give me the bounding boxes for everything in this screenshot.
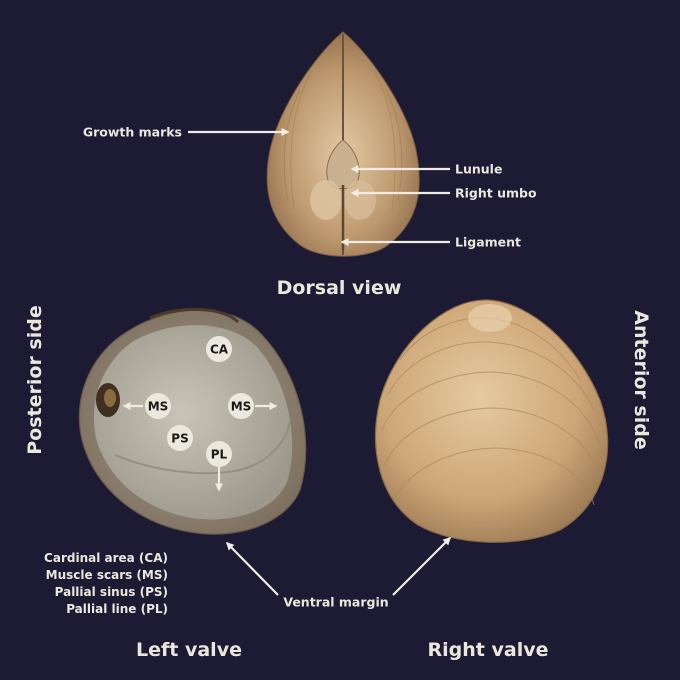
title-dorsal-view: Dorsal view [277,277,402,299]
legend-item: Cardinal area (CA) [44,551,168,565]
label-anterior-side: Anterior side [630,310,652,449]
badge-pl: PL [206,441,232,467]
badge-ms-posterior: MS [145,393,171,419]
label-lunule: Lunule [455,162,502,177]
label-growth-marks: Growth marks [83,125,182,140]
badge-ca: CA [206,336,232,362]
badge-ms-anterior: MS [228,393,254,419]
svg-text:PS: PS [171,432,188,446]
legend-item: Muscle scars (MS) [46,568,168,582]
svg-text:PL: PL [211,448,228,462]
label-ventral-margin: Ventral margin [283,595,388,610]
arrow-ventral-left [225,541,279,596]
svg-text:CA: CA [210,343,229,357]
dorsal-shell [266,31,420,257]
svg-text:MS: MS [148,400,169,414]
right-valve-shell [374,299,609,543]
label-ligament: Ligament [455,235,521,250]
label-posterior-side: Posterior side [24,305,46,455]
badge-ps: PS [167,425,193,451]
arrow-ventral-right [392,536,452,596]
svg-text:MS: MS [231,400,252,414]
label-right-umbo: Right umbo [455,186,537,201]
title-left-valve: Left valve [136,639,242,661]
legend-item: Pallial line (PL) [66,602,168,616]
left-valve-shell [78,308,307,535]
title-right-valve: Right valve [428,639,549,661]
legend: Cardinal area (CA) Muscle scars (MS) Pal… [44,551,168,616]
legend-item: Pallial sinus (PS) [55,585,168,599]
